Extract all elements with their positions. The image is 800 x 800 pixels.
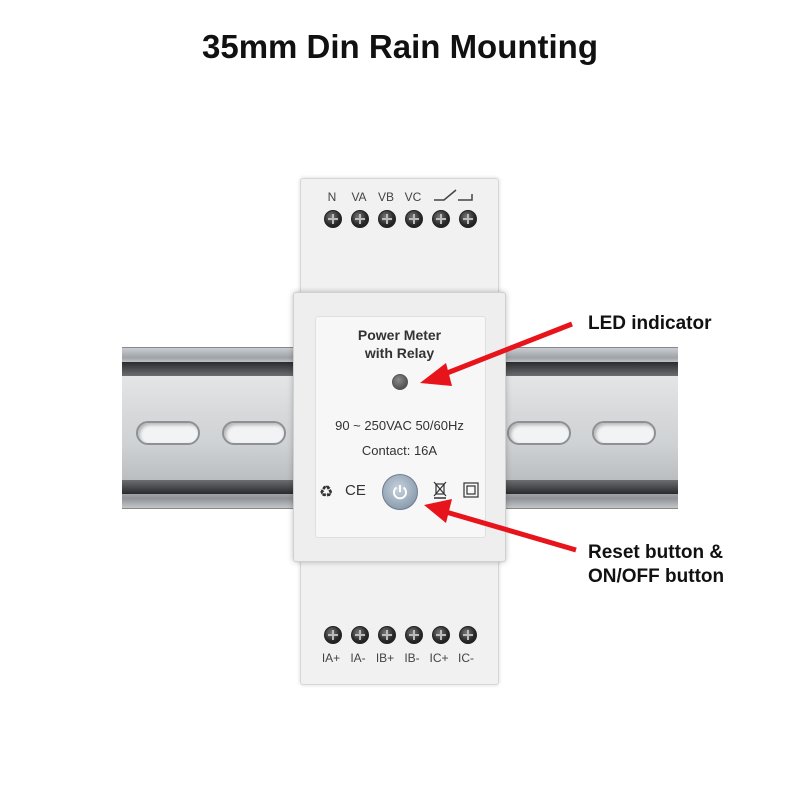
terminal-label-vc: VC	[404, 190, 422, 204]
terminal-screw	[378, 626, 396, 644]
reset-arrow-head	[424, 499, 452, 523]
device-name-line1: Power Meter	[357, 327, 442, 343]
power-icon	[393, 485, 407, 500]
spec-contact: Contact: 16A	[361, 443, 438, 458]
terminal-label-ic-plus: IC+	[429, 651, 449, 665]
device-name-line2: with Relay	[364, 345, 435, 361]
terminal-screw	[432, 626, 450, 644]
terminal-label-ic-minus: IC-	[458, 651, 474, 665]
reset-callout-label: Reset button & ON/OFF button	[588, 541, 724, 589]
spec-voltage: 90 ~ 250VAC 50/60Hz	[335, 418, 464, 433]
ce-mark: CE	[345, 482, 366, 499]
terminal-screw	[405, 210, 423, 228]
page-title: 35mm Din Rain Mounting	[202, 28, 598, 65]
terminal-label-ia-plus: IA+	[321, 651, 341, 665]
device-name: Power Meter with Relay	[315, 326, 484, 362]
double-insulation-icon	[463, 482, 479, 498]
terminal-label-ib-minus: IB-	[404, 651, 420, 665]
led-arrow-shaft	[441, 321, 573, 378]
relay-contact-icon	[434, 189, 473, 201]
terminal-label-ia-minus: IA-	[350, 651, 366, 665]
power-reset-button[interactable]	[382, 474, 418, 510]
terminal-screw	[324, 210, 342, 228]
rail-slot	[136, 421, 200, 445]
rail-slot	[222, 421, 286, 445]
terminal-screw	[432, 210, 450, 228]
led-indicator	[392, 374, 408, 390]
led-arrow-head	[420, 363, 452, 386]
reset-callout-line1: Reset button &	[588, 542, 724, 563]
weee-bin-icon	[433, 481, 447, 499]
device-top-section	[300, 178, 499, 300]
rail-slot	[507, 421, 571, 445]
rail-slot	[592, 421, 656, 445]
reset-arrow-shaft	[445, 509, 577, 553]
terminal-screw	[459, 210, 477, 228]
led-callout-label: LED indicator	[588, 313, 712, 334]
terminal-screw	[405, 626, 423, 644]
terminal-label-va: VA	[351, 190, 367, 204]
terminal-label-vb: VB	[377, 190, 394, 204]
recycle-icon: ♻	[319, 484, 334, 501]
terminal-screw	[459, 626, 477, 644]
terminal-screw	[351, 626, 369, 644]
terminal-screw	[378, 210, 396, 228]
terminal-label-n: N	[327, 190, 337, 204]
reset-callout-line2: ON/OFF button	[588, 566, 725, 587]
terminal-screw	[324, 626, 342, 644]
terminal-label-ib-plus: IB+	[375, 651, 395, 665]
terminal-screw	[351, 210, 369, 228]
